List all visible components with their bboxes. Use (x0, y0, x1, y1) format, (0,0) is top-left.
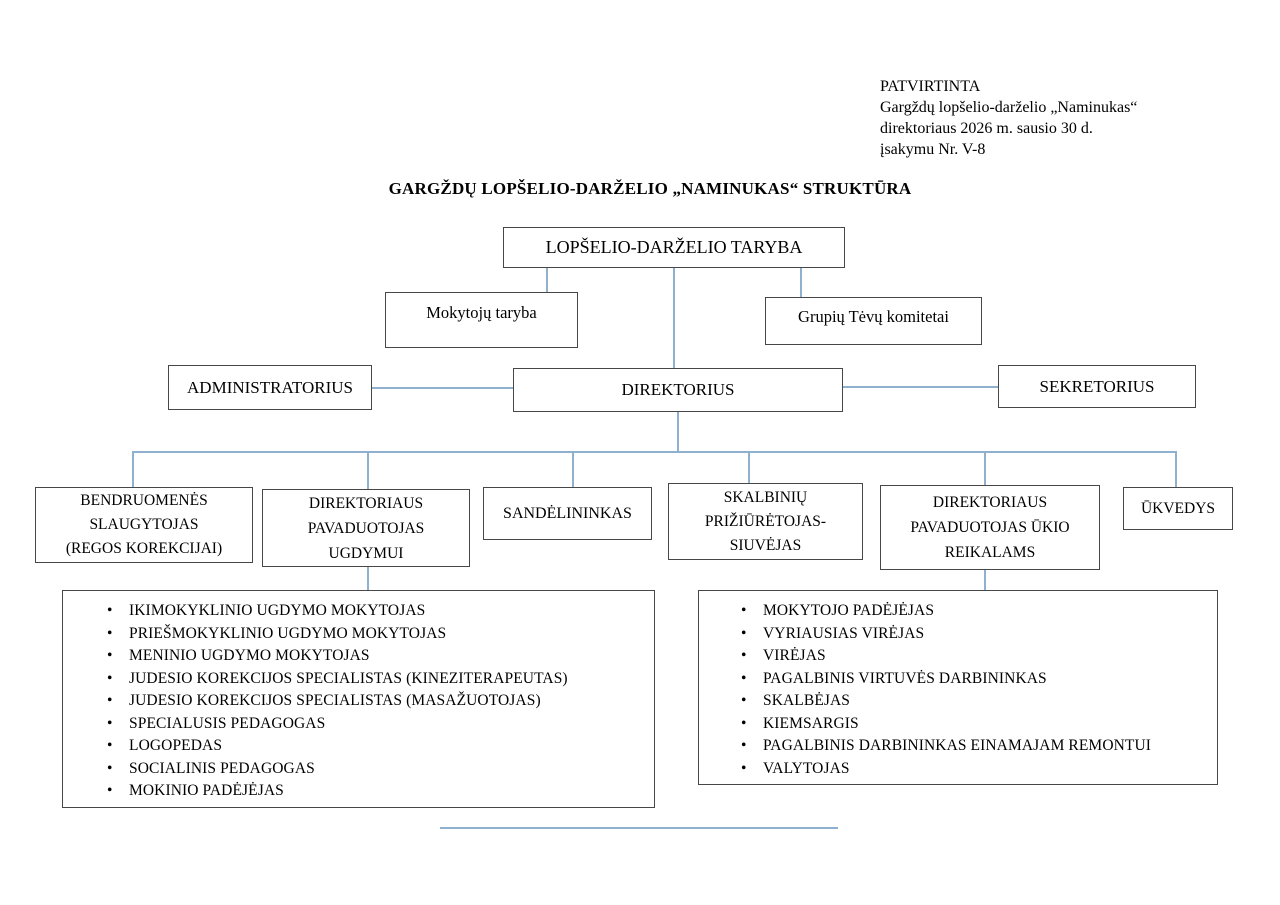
connector-line (546, 266, 548, 296)
staff-list-item: VIRĖJAS (699, 645, 1211, 668)
staff-list-item: VALYTOJAS (699, 758, 1211, 781)
connector-line (748, 451, 750, 487)
staff-list-item: PAGALBINIS DARBININKAS EINAMAJAM REMONTU… (699, 735, 1211, 758)
staff-list-item: SKALBĖJAS (699, 690, 1211, 713)
node-direktorius: DIREKTORIUS (513, 368, 843, 412)
staff-list-item: PRIEŠMOKYKLINIO UGDYMO MOKYTOJAS (63, 623, 648, 646)
node-ukvedys: ŪKVEDYS (1123, 487, 1233, 530)
chart-title: GARGŽDŲ LOPŠELIO-DARŽELIO „NAMINUKAS“ ST… (388, 179, 912, 198)
connector-line (984, 568, 986, 593)
staff-list-item: MOKINIO PADĖJĖJAS (63, 780, 648, 803)
staff-list-item: JUDESIO KOREKCIJOS SPECIALISTAS (MASAŽUO… (63, 690, 648, 713)
connector-line (572, 451, 574, 491)
node-skalbiniu-priziuretojas-siuvejas: SKALBINIŲ PRIŽIŪRĖTOJAS- SIUVĖJAS (668, 483, 863, 560)
staff-list-item: KIEMSARGIS (699, 713, 1211, 736)
staff-list-item: JUDESIO KOREKCIJOS SPECIALISTAS (KINEZIT… (63, 668, 648, 691)
staff-list-item: IKIMOKYKLINIO UGDYMO MOKYTOJAS (63, 600, 648, 623)
connector-line (1175, 451, 1177, 491)
connector-line (673, 266, 675, 370)
staff-list-item: MOKYTOJO PADĖJĖJAS (699, 600, 1211, 623)
connector-line (370, 387, 515, 389)
node-bendruomenes-slaugytojas: BENDRUOMENĖS SLAUGYTOJAS (REGOS KOREKCIJ… (35, 487, 253, 563)
ugdymo-staff-list: IKIMOKYKLINIO UGDYMO MOKYTOJASPRIEŠMOKYK… (62, 590, 655, 808)
staff-list-item: SOCIALINIS PEDAGOGAS (63, 758, 648, 781)
node-sekretorius: SEKRETORIUS (998, 365, 1196, 408)
staff-list-item: PAGALBINIS VIRTUVĖS DARBININKAS (699, 668, 1211, 691)
connector-line (984, 451, 986, 489)
connector-bus (132, 451, 1177, 453)
node-grupiu-tevu-komitetai: Grupių Tėvų komitetai (765, 297, 982, 345)
connector-line (367, 451, 369, 493)
bottom-rule (440, 827, 838, 829)
staff-list-item: VYRIAUSIAS VIRĖJAS (699, 623, 1211, 646)
connector-line (841, 386, 1000, 388)
staff-list-item: MENINIO UGDYMO MOKYTOJAS (63, 645, 648, 668)
node-lopselio-darzelio-taryba: LOPŠELIO-DARŽELIO TARYBA (503, 227, 845, 268)
node-mokytoju-taryba: Mokytojų taryba (385, 292, 578, 348)
node-pavaduotojas-ugdymui: DIREKTORIAUS PAVADUOTOJAS UGDYMUI (262, 489, 470, 567)
node-administratorius: ADMINISTRATORIUS (168, 365, 372, 410)
staff-list-item: LOGOPEDAS (63, 735, 648, 758)
node-pavaduotojas-ukio-reikalams: DIREKTORIAUS PAVADUOTOJAS ŪKIO REIKALAMS (880, 485, 1100, 570)
connector-line (132, 451, 134, 491)
staff-list-item: SPECIALUSIS PEDAGOGAS (63, 713, 648, 736)
connector-line (677, 410, 679, 452)
node-sandelininkas: SANDĖLININKAS (483, 487, 652, 540)
connector-line (800, 266, 802, 300)
approval-note: PATVIRTINTA Gargždų lopšelio-darželio „N… (880, 78, 1138, 158)
ukio-staff-list: MOKYTOJO PADĖJĖJASVYRIAUSIAS VIRĖJASVIRĖ… (698, 590, 1218, 785)
connector-line (367, 565, 369, 593)
